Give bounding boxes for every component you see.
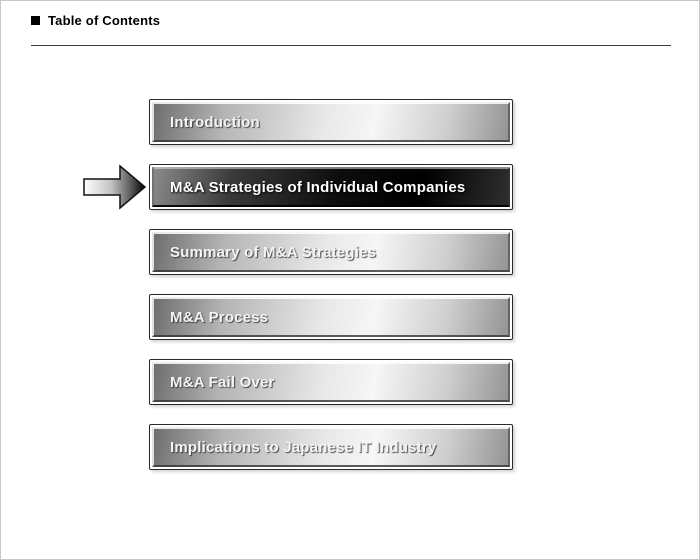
selection-arrow-icon	[82, 160, 148, 214]
page-title: Table of Contents	[48, 13, 161, 28]
toc-item-label: Introduction	[170, 113, 260, 131]
toc-item-surface: M&A Process	[152, 297, 510, 337]
toc-item[interactable]: Implications to Japanese IT Industry	[149, 424, 513, 470]
toc-item-selected[interactable]: M&A Strategies of Individual Companies	[83, 164, 513, 210]
toc-item-surface: Summary of M&A Strategies	[152, 232, 510, 272]
slide-header: Table of Contents	[31, 13, 160, 28]
toc-item[interactable]: M&A Fail Over	[149, 359, 513, 405]
toc-item[interactable]: Introduction	[149, 99, 513, 145]
toc-item-label: Implications to Japanese IT Industry	[170, 438, 437, 456]
toc-item-label: M&A Fail Over	[170, 373, 275, 391]
toc-item-surface: Implications to Japanese IT Industry	[152, 427, 510, 467]
header-divider	[31, 45, 671, 46]
toc-item-surface: Introduction	[152, 102, 510, 142]
toc-item-surface: M&A Fail Over	[152, 362, 510, 402]
header-bullet-square	[31, 16, 40, 25]
toc-item-label: M&A Process	[170, 308, 269, 326]
toc-item-surface: M&A Strategies of Individual Companies	[152, 167, 510, 207]
toc-item[interactable]: Summary of M&A Strategies	[149, 229, 513, 275]
toc-item-label: M&A Strategies of Individual Companies	[170, 178, 466, 196]
toc-item[interactable]: M&A Process	[149, 294, 513, 340]
toc-item-label: Summary of M&A Strategies	[170, 243, 377, 261]
